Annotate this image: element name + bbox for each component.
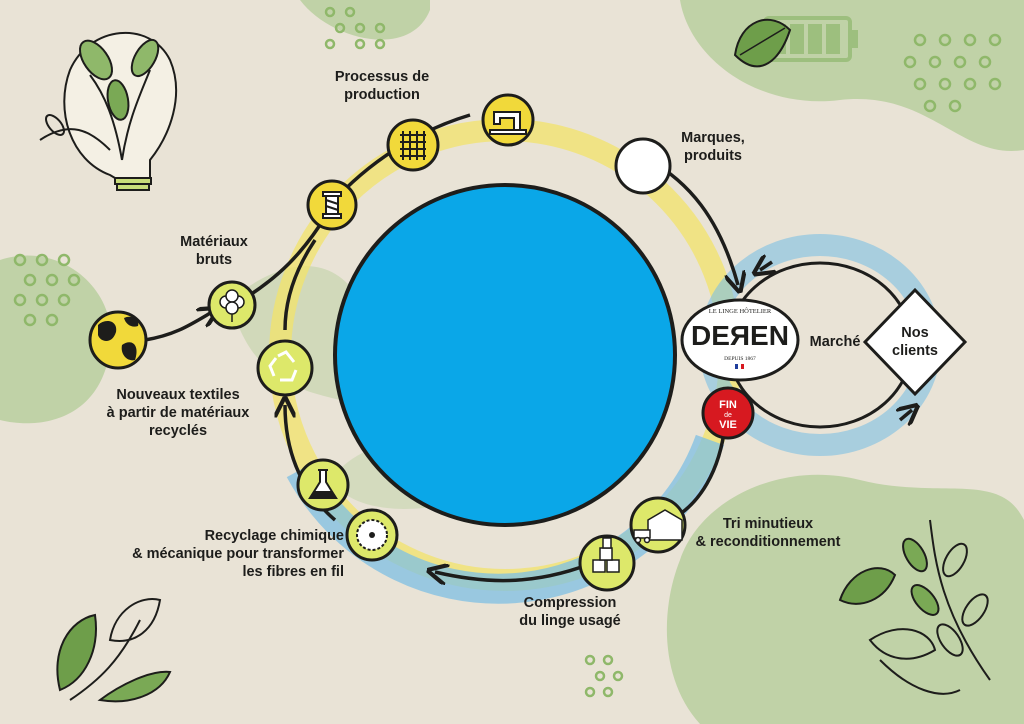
node-weaving bbox=[386, 118, 440, 172]
node-sorting bbox=[629, 496, 687, 554]
brand-since: DEPUIS 1867 bbox=[724, 356, 756, 362]
node-brands bbox=[614, 137, 672, 195]
label-clients: Nos clients bbox=[892, 325, 938, 359]
market-arrows bbox=[760, 262, 912, 420]
flask-icon bbox=[308, 469, 338, 499]
saw-blade-icon bbox=[356, 519, 388, 551]
node-raw-materials bbox=[207, 280, 257, 330]
label-brands: Marques, produits bbox=[681, 130, 745, 164]
node-compression bbox=[578, 534, 636, 592]
label-raw-materials: Matériaux bruts bbox=[180, 234, 248, 268]
node-sewing bbox=[481, 93, 535, 147]
weaving-icon bbox=[400, 131, 426, 160]
node-flask bbox=[296, 458, 350, 512]
end-of-life-badge: FIN de VIE bbox=[701, 386, 755, 440]
label-compression: Compression du linge usagé bbox=[519, 595, 621, 629]
dot-cluster-decoration bbox=[13, 6, 1002, 698]
label-recycling: Recyclage chimique & mécanique pour tran… bbox=[132, 528, 344, 580]
label-new-textiles: Nouveaux textiles à partir de matériaux … bbox=[106, 387, 250, 439]
node-saw bbox=[345, 508, 399, 562]
leaf-icon bbox=[838, 519, 991, 695]
node-spool bbox=[306, 179, 358, 231]
boxes-icon bbox=[592, 537, 620, 573]
end-of-life-line2: de bbox=[724, 412, 732, 419]
earth-icon bbox=[88, 310, 148, 370]
warehouse-truck-icon bbox=[633, 509, 683, 544]
node-recycle bbox=[256, 339, 314, 397]
label-production: Processus de production bbox=[334, 69, 430, 103]
label-market: Marché bbox=[809, 334, 861, 350]
cotton-flower-icon bbox=[219, 289, 245, 322]
brand-tagline: LE LINGE HÔTELIER bbox=[709, 307, 772, 315]
leaf-icon bbox=[56, 598, 172, 703]
brand-logo: LE LINGE HÔTELIER DEЯEN DEPUIS 1867 bbox=[680, 298, 800, 382]
center-circle bbox=[333, 183, 677, 527]
brand-name: DEЯEN bbox=[691, 320, 789, 351]
lightbulb-plant-icon bbox=[39, 31, 178, 191]
label-sorting: Tri minutieux & reconditionnement bbox=[695, 516, 841, 550]
recycle-icon bbox=[268, 350, 298, 382]
clients-diamond bbox=[862, 287, 968, 397]
thread-spool-icon bbox=[322, 191, 342, 219]
end-of-life-line1: FIN bbox=[719, 399, 737, 411]
sewing-machine-icon bbox=[489, 111, 527, 135]
end-of-life-line3: VIE bbox=[719, 419, 737, 431]
battery-icon bbox=[733, 16, 858, 68]
